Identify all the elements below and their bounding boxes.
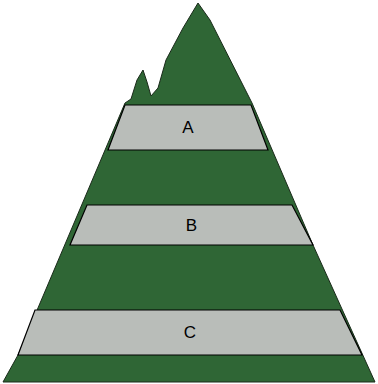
mountain-shape — [3, 3, 375, 382]
band-label: C — [184, 323, 196, 343]
band-label: A — [182, 118, 193, 138]
mountain-band: A — [108, 105, 268, 150]
band-outline — [70, 205, 313, 245]
mountain-band: C — [18, 310, 362, 355]
band-outline — [108, 105, 268, 150]
band-outline — [18, 310, 362, 355]
mountain-band: B — [70, 205, 313, 245]
band-label: B — [186, 216, 197, 236]
